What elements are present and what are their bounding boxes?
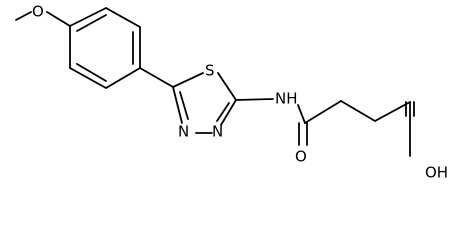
chain-bond xyxy=(304,100,342,124)
benzene-bond xyxy=(69,67,107,89)
ring-nitrogen-left-label: N xyxy=(178,123,189,141)
benzene-bond xyxy=(105,7,141,28)
amide-nh-label: NH xyxy=(275,90,298,108)
chemical-structure-diagram: O S N N NH O OH xyxy=(15,3,448,182)
ring-double-bond xyxy=(179,91,189,120)
chain-bond xyxy=(340,100,376,122)
ring-bond-s-c xyxy=(217,72,237,101)
benzene-double-bond xyxy=(76,14,107,32)
bond-nh-carbonyl xyxy=(297,104,306,124)
amide-oxygen-label: O xyxy=(295,148,307,166)
benzene-bond xyxy=(105,67,141,89)
ring-nitrogen-right-label: N xyxy=(212,123,223,141)
ring-bond-n-c xyxy=(172,86,183,124)
bond-methyl-o xyxy=(15,11,32,21)
ring-double-bond xyxy=(216,102,230,122)
ring-bond-c-n xyxy=(220,99,237,126)
bond-aryl-ring xyxy=(139,67,174,88)
ring-bond-c-s xyxy=(172,72,204,88)
bond-ring-nh xyxy=(235,98,274,101)
carboxyl-hydroxyl-label: OH xyxy=(425,164,448,182)
benzene-double-bond xyxy=(76,63,107,82)
benzene-bond xyxy=(69,7,107,27)
bond-o-aryl xyxy=(46,11,71,27)
methoxy-oxygen-label: O xyxy=(32,3,44,21)
chain-bond xyxy=(374,101,411,122)
ring-sulfur-label: S xyxy=(205,62,215,80)
